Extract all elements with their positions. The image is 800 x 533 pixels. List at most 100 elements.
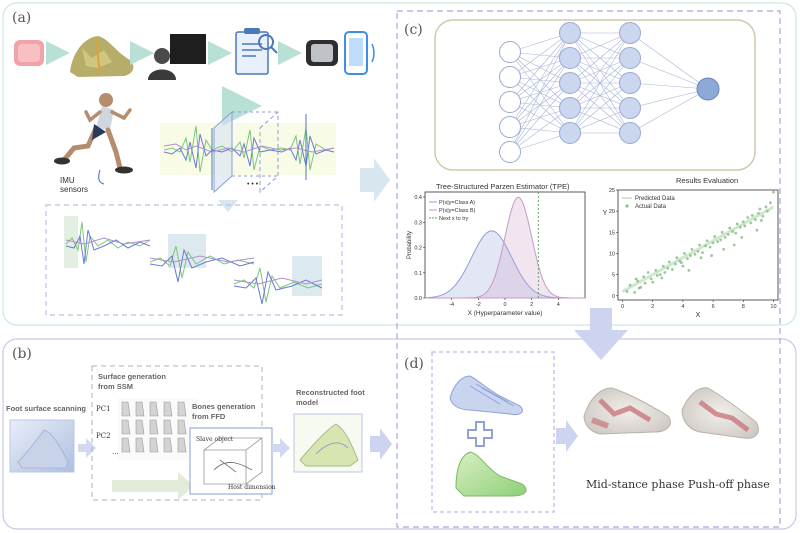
scatter-y-tick-label: 10	[609, 251, 615, 257]
panel-b-label: (b)	[12, 346, 32, 362]
actual-data-point	[726, 233, 730, 236]
actual-data-point	[704, 244, 707, 248]
nn-connection	[509, 107, 571, 153]
actual-data-point	[716, 240, 720, 244]
actual-data-point	[681, 264, 685, 268]
segmented-signals	[65, 221, 323, 305]
nn-node	[559, 122, 581, 144]
scatter-x-tick-label: 4	[681, 304, 684, 310]
scatter-x-tick-label: 10	[770, 304, 776, 310]
foot-model-icon	[70, 36, 134, 77]
actual-data-point	[663, 271, 667, 274]
nn-connection	[509, 57, 571, 153]
scatter-x-tick-label: 2	[651, 304, 654, 310]
nn-connection	[509, 32, 571, 78]
actual-data-point	[686, 257, 689, 260]
nn-node	[559, 97, 581, 119]
actual-data-point	[750, 213, 754, 217]
actual-data-point	[713, 235, 717, 238]
mid-stance-label: Mid-stance phase	[586, 478, 685, 491]
actual-data-point	[670, 268, 674, 271]
panel-c-d-frame	[396, 10, 781, 528]
nn-node	[499, 91, 521, 113]
scatter-y-tick-label: 25	[609, 188, 615, 194]
medical-report-icon	[235, 28, 278, 75]
segments-box	[45, 204, 343, 316]
nn-connection	[629, 57, 709, 90]
actual-data-point	[660, 276, 664, 280]
actual-data-point	[749, 221, 753, 225]
nn-node	[619, 97, 641, 119]
actual-data-point	[746, 216, 750, 219]
plus-icon	[467, 421, 493, 447]
tpe-x-tick-label: 4	[557, 302, 560, 308]
runner-icon	[54, 93, 133, 174]
tpe-legend-label: P(x|y=Class B)	[439, 208, 476, 214]
imu-signal-waves	[163, 125, 335, 173]
arrow-a-to-c	[360, 158, 390, 202]
actual-data-point	[649, 277, 653, 281]
scatter-x-tick-label: 6	[712, 304, 715, 310]
actual-data-point	[696, 249, 700, 253]
legend-actual-swatch	[625, 204, 629, 208]
actual-data-point	[755, 228, 759, 232]
legend-actual-label: Actual Data	[635, 204, 667, 210]
actual-data-point	[738, 225, 742, 229]
actual-data-point	[643, 281, 647, 285]
nn-node	[559, 72, 581, 94]
actual-data-point	[734, 231, 738, 235]
actual-data-point	[666, 266, 670, 270]
actual-data-point	[628, 283, 632, 287]
nn-node	[619, 122, 641, 144]
actual-data-point	[761, 214, 765, 218]
actual-data-point	[719, 238, 723, 242]
actual-data-point	[699, 256, 703, 260]
nn-connection	[569, 57, 631, 134]
nn-connection	[629, 82, 709, 90]
actual-data-point	[720, 230, 724, 234]
actual-data-point	[683, 252, 686, 255]
actual-data-point	[741, 220, 745, 224]
panel-b-frame	[2, 338, 797, 530]
tpe-y-tick-label: 0.0	[414, 296, 422, 302]
actual-data-point	[693, 252, 697, 256]
wristband-icon	[14, 40, 44, 66]
results-evaluation-title: Results Evaluation	[676, 176, 739, 185]
actual-data-point	[675, 256, 679, 260]
actual-data-point	[637, 286, 641, 290]
scatter-x-tick-label: 0	[621, 304, 624, 310]
scatter-y-tick-label: 20	[609, 209, 615, 215]
arrow-ssm-to-ffd	[112, 472, 194, 500]
tpe-title: Tree-Structured Parzen Estimator (TPE)	[436, 182, 570, 191]
nn-node	[619, 22, 641, 44]
nn-connection	[629, 88, 709, 109]
pc2-label: PC2	[96, 432, 111, 440]
actual-data-point	[705, 239, 709, 243]
nn-connection	[629, 88, 709, 134]
foot-scanning-label: Foot surface scanning	[6, 404, 87, 413]
tpe-y-axis-label: Probability	[407, 231, 413, 259]
actual-data-point	[698, 243, 701, 247]
actual-data-point	[723, 235, 727, 239]
actual-data-point	[753, 218, 757, 222]
actual-data-point	[708, 245, 712, 249]
actual-data-point	[731, 230, 735, 233]
scatter-plot-area	[617, 189, 779, 301]
tpe-legend-label: Next x to try	[439, 216, 469, 222]
bones-generation-label: Bones generation from FFD	[192, 402, 256, 421]
slave-object-label: Slave object	[196, 436, 234, 443]
tpe-y-tick-label: 0.2	[414, 246, 422, 252]
tpe-x-axis-label: X (Hyperparameter value)	[468, 310, 543, 317]
push-off-label: Push-off phase	[688, 478, 770, 491]
scatter-y-tick-label: 15	[609, 230, 615, 236]
surface-generation-label: Surface generation from SSM	[98, 372, 166, 391]
actual-data-point	[701, 251, 704, 255]
actual-data-point	[758, 207, 762, 211]
ffd-lattice	[202, 437, 264, 485]
actual-data-point	[651, 280, 655, 284]
panel-c-label: (c)	[404, 22, 423, 38]
actual-data-point	[735, 222, 739, 226]
legend-predicted-label: Predicted Data	[635, 196, 675, 202]
nn-node	[499, 116, 521, 138]
smartphone-icon	[344, 31, 375, 75]
